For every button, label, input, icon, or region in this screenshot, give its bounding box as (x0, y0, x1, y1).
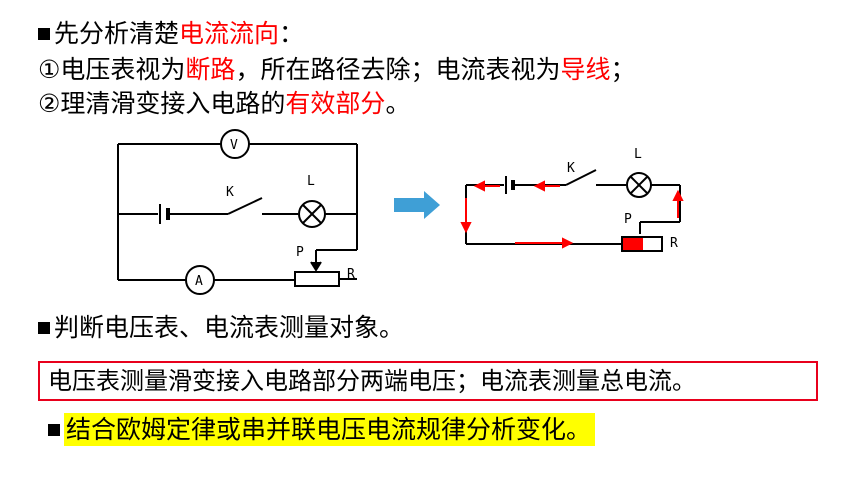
heading1-suffix: ： (279, 19, 305, 48)
rule1-a: ①电压表视为 (38, 55, 186, 84)
heading-meter-targets: 判断电压表、电流表测量对象。 (38, 312, 404, 344)
resistor-label: R (347, 267, 355, 282)
lamp-label: L (307, 174, 315, 189)
rule-rheostat: ②理清滑变接入电路的有效部分。 (38, 88, 410, 120)
slider-label-right: P (624, 212, 632, 227)
voltmeter-label: V (230, 138, 238, 153)
slider-arrow-icon (310, 261, 322, 272)
lamp-label-right: L (634, 147, 642, 162)
voltmeter-icon (220, 129, 250, 159)
resistor-label-right: R (670, 236, 678, 251)
bullet-square-icon (48, 424, 60, 436)
rule1-c: ，所在路径去除；电流表视为 (235, 55, 561, 84)
heading-ohms-law: 结合欧姆定律或串并联电压电流规律分析变化。 (48, 413, 596, 446)
bullet-square-icon (38, 322, 50, 334)
heading1-prefix: 先分析清楚 (54, 19, 180, 48)
heading2-text: 判断电压表、电流表测量对象。 (54, 313, 405, 342)
resistor-effective-part (623, 238, 643, 250)
rule1-open-circuit: 断路 (185, 55, 236, 84)
ammeter-label: A (195, 274, 203, 289)
resistor-icon (294, 271, 340, 287)
circuit-right (465, 169, 681, 252)
slider-label: P (296, 245, 304, 260)
rule1-wire: 导线 (560, 55, 611, 84)
rule2-a: ②理清滑变接入电路的 (38, 89, 286, 118)
heading3-text: 结合欧姆定律或串并联电压电流规律分析变化。 (64, 413, 596, 446)
bullet-square-icon (38, 28, 50, 40)
switch-blade (227, 197, 263, 215)
rule-meters: ①电压表视为断路，所在路径去除；电流表视为导线； (38, 54, 635, 86)
switch-label-right: K (567, 161, 575, 176)
switch-label: K (226, 185, 234, 200)
rule1-e: ； (610, 55, 636, 84)
rule2-c: 。 (385, 89, 411, 118)
heading1-highlight: 电流流向 (179, 19, 280, 48)
switch-blade-right (565, 169, 597, 186)
heading-current-direction: 先分析清楚电流流向： (38, 18, 304, 50)
boxed-conclusion: 电压表测量滑变接入电路部分两端电压；电流表测量总电流。 (38, 361, 818, 401)
circuit-left (117, 129, 358, 295)
rule2-effective-part: 有效部分 (285, 89, 386, 118)
transform-arrow-icon (394, 191, 440, 219)
